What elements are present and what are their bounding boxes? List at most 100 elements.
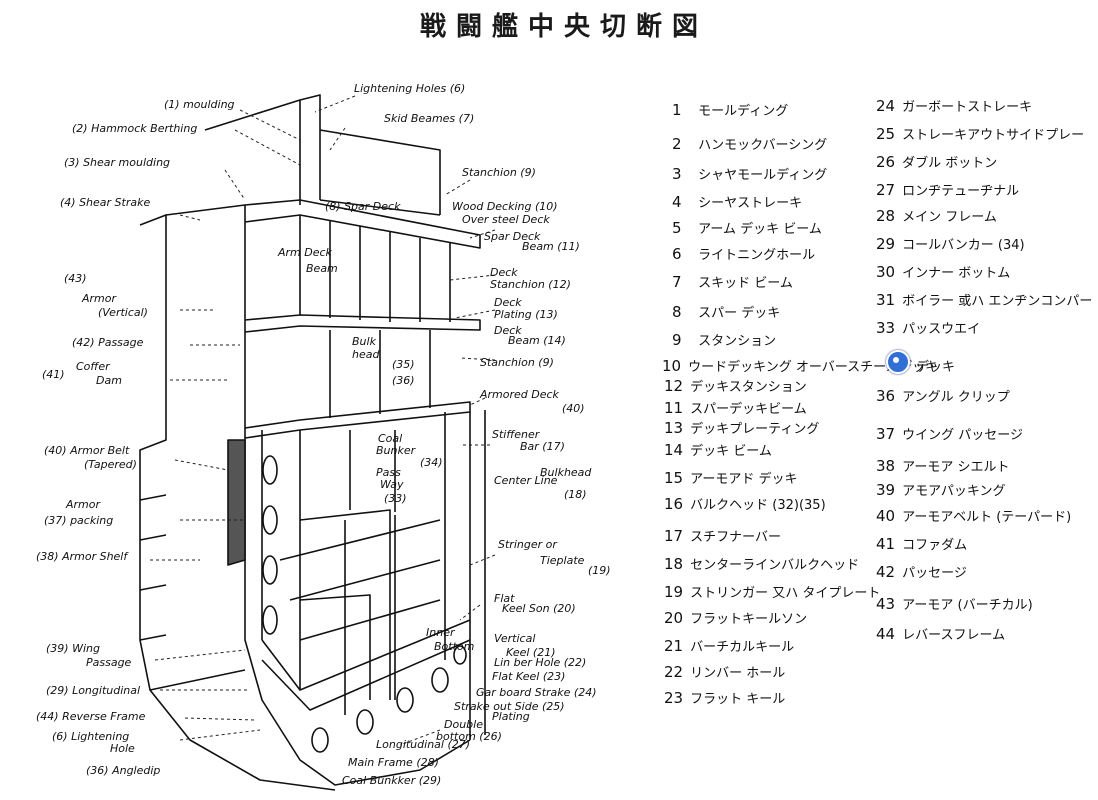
arm-deck xyxy=(244,314,481,333)
legend-item: 15 アーモアド デッキ xyxy=(664,469,798,487)
skid-beams-structure xyxy=(319,129,441,216)
legend-item: 4 シーヤストレーキ xyxy=(672,193,803,211)
annotation-label: Tieplate xyxy=(540,554,585,567)
legend-item: 10 ウードデッキング オーバースチールデッキ xyxy=(662,357,939,375)
annotation-label: Beam xyxy=(306,262,338,275)
annotation-label: (35) xyxy=(392,358,415,371)
annotation-label: (42) Passage xyxy=(72,336,144,349)
annotation-label: Bottom xyxy=(434,640,475,653)
annotation-label: Wood Decking (10) xyxy=(452,200,558,213)
annotation-label: Flat Keel (23) xyxy=(492,670,566,683)
annotation-label: (29) Longitudinal xyxy=(46,684,141,697)
annotation-label: Pass xyxy=(376,466,401,479)
annotation-label: Stanchion (12) xyxy=(490,278,571,291)
legend-item: 39 アモアパッキング xyxy=(876,481,1006,499)
legend-item: 16 バルクヘッド (32)(35) xyxy=(664,495,826,513)
annotation-label: Deck xyxy=(494,296,522,309)
annotation-label: Vertical xyxy=(494,632,536,645)
legend-item: 27 ロンヂテューヂナル xyxy=(876,181,1020,199)
annotation-label: Bulkhead xyxy=(540,466,592,479)
annotation-label: Longitudinal (27) xyxy=(376,738,471,751)
hull-outer-side xyxy=(165,204,471,786)
annotation-label: Way xyxy=(380,478,404,491)
annotation-label: (1) moulding xyxy=(164,98,235,111)
legend-item: 21 バーチカルキール xyxy=(664,637,795,655)
shell-strakes xyxy=(139,494,246,691)
legend-item: 6 ライトニングホール xyxy=(672,245,816,263)
legend-item: 40 アーモアベルト (テーパード) xyxy=(876,507,1072,525)
annotation-label: (8) Spar Deck xyxy=(325,200,401,213)
legend-item: 19 ストリンガー 又ハ タイプレート xyxy=(664,583,881,601)
annotation-label: Passage xyxy=(86,656,132,669)
legend-item: 31 ボイラー 或ハ エンヂンコンパー xyxy=(876,291,1093,309)
annotation-label: Stiffener xyxy=(492,428,540,441)
legend-item: 14 デッキ ビーム xyxy=(664,441,772,459)
legend-item: 38 アーモア シエルト xyxy=(876,457,1010,475)
annotation-label: (37) packing xyxy=(44,514,114,527)
legend-item: 36 アングル クリップ xyxy=(876,387,1010,405)
annotation-label: (41) xyxy=(42,368,65,381)
annotation-label: bottom (26) xyxy=(436,730,502,743)
longitudinals xyxy=(279,519,441,641)
annotation-label: Skid Beames (7) xyxy=(384,112,475,125)
annotation-label: (44) Reverse Frame xyxy=(36,710,146,723)
legend-item: 22 リンバー ホール xyxy=(664,663,786,681)
annotation-label: Bunker xyxy=(376,444,416,457)
annotation-label: Plating xyxy=(492,710,530,723)
annotation-label: (3) Shear moulding xyxy=(64,156,171,169)
legend-item: 9 スタンション xyxy=(672,331,777,349)
legend-item: 44 レバースフレーム xyxy=(876,625,1006,643)
legend-item: 3 シャヤモールディング xyxy=(672,165,828,183)
legend-item: 23 フラット キール xyxy=(664,689,786,707)
annotation-label: Gar board Strake (24) xyxy=(476,686,597,699)
annotation-label: Plating (13) xyxy=(494,308,558,321)
annotation-label: (34) xyxy=(420,456,443,469)
annotation-label: Armor xyxy=(66,498,101,511)
legend-item: 7 スキッド ビーム xyxy=(672,273,793,291)
annotation-label: (19) xyxy=(588,564,611,577)
annotation-label: Dam xyxy=(96,374,122,387)
diagram-title: 戦闘艦中央切断図 xyxy=(420,12,709,42)
annotation-label: (Tapered) xyxy=(84,458,137,471)
location-pin-icon[interactable] xyxy=(886,350,910,374)
legend-item: 2 ハンモックバーシング xyxy=(672,135,828,153)
legend-item: 42 パッセージ xyxy=(876,563,967,581)
annotation-label: Beam (14) xyxy=(508,334,566,347)
legend-item: 8 スパー デッキ xyxy=(672,303,781,321)
armored-deck xyxy=(244,401,471,439)
annotation-label: Armored Deck xyxy=(480,388,559,401)
legend-item: 43 アーモア (バーチカル) xyxy=(876,595,1033,613)
inner-bottom xyxy=(261,619,471,711)
annotation-label: Armor xyxy=(82,292,117,305)
annotation-label: (2) Hammock Berthing xyxy=(72,122,198,135)
annotation-label: Main Frame (28) xyxy=(348,756,439,769)
annotation-label: Arm Deck xyxy=(278,246,332,259)
annotation-label: (Vertical) xyxy=(98,306,148,319)
legend-item: 13 デッキプレーティング xyxy=(664,419,820,437)
annotation-label: Over steel Deck xyxy=(462,213,550,226)
legend-item: 28 メイン フレーム xyxy=(876,207,997,225)
annotation-label: Coal Bunkker (29) xyxy=(342,774,442,787)
annotation-label: (38) Armor Shelf xyxy=(36,550,128,563)
annotation-label: (40) xyxy=(562,402,585,415)
annotation-label: Deck xyxy=(494,324,522,337)
annotation-label: (4) Shear Strake xyxy=(60,196,151,209)
legend-item: デッキ xyxy=(916,360,956,375)
legend-item: 41 コファダム xyxy=(876,535,968,553)
legend-item: 25 ストレーキアウトサイドプレー xyxy=(876,125,1085,143)
annotation-label: Double xyxy=(444,718,483,731)
annotation-label: Center Line xyxy=(494,474,558,487)
annotation-label: Strake out Side (25) xyxy=(454,700,565,713)
legend-item: 24 ガーボートストレーキ xyxy=(876,97,1033,115)
legend-item: 20 フラットキールソン xyxy=(664,609,808,627)
annotation-label: Keel Son (20) xyxy=(502,602,576,615)
legend-item: 18 センターラインバルクヘッド xyxy=(664,555,860,573)
annotation-label: Lin ber Hole (22) xyxy=(494,656,587,669)
legend-item: 29 コールバンカー (34) xyxy=(876,235,1025,253)
annotation-label: Bulk xyxy=(352,335,376,348)
stanchions xyxy=(299,215,451,418)
annotation-label: Bar (17) xyxy=(520,440,565,453)
spar-deck xyxy=(244,199,481,249)
